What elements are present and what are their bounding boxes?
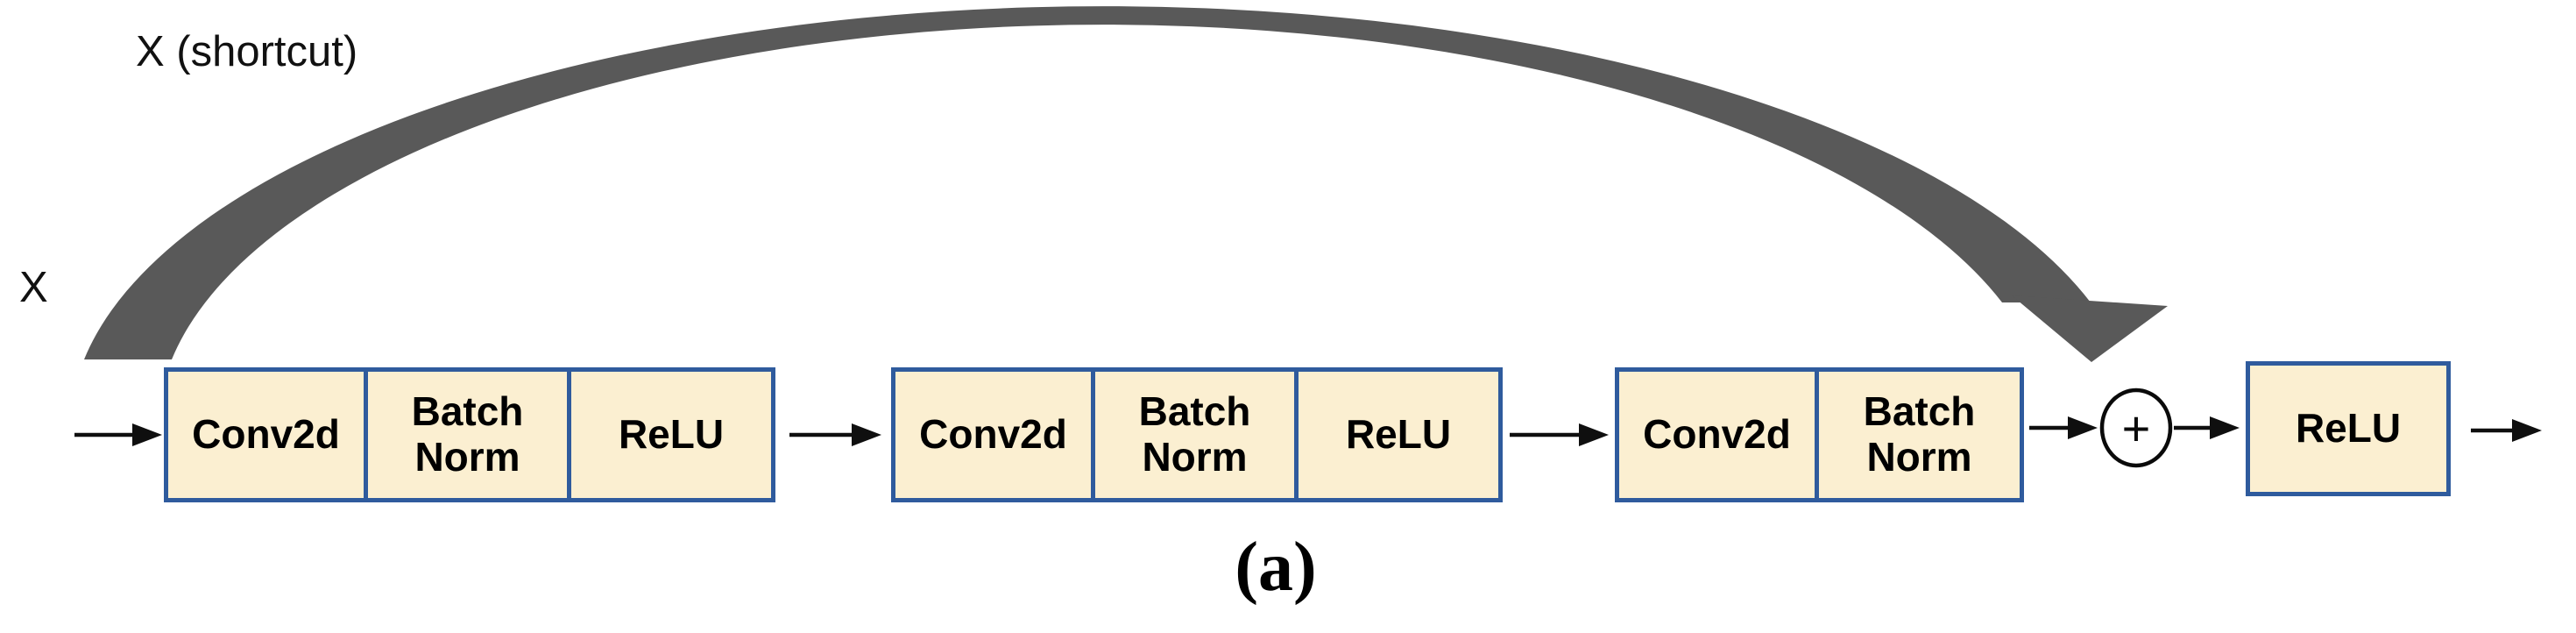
block-group-1: Conv2d Batch Norm ReLU	[164, 367, 775, 502]
block-group-2: Conv2d Batch Norm ReLU	[891, 367, 1503, 502]
shortcut-arrowhead-icon	[2012, 295, 2168, 362]
shortcut-label: X (shortcut)	[136, 28, 358, 75]
plus-sign: +	[2121, 401, 2151, 456]
box-relu-1: ReLU	[567, 367, 775, 502]
arrow-group1-to-group2-icon	[789, 423, 881, 446]
box-conv2d-3: Conv2d	[1615, 367, 1819, 502]
plus-circle	[2099, 388, 2173, 468]
box-relu-final: ReLU	[2246, 361, 2451, 496]
box-batchnorm-2: Batch Norm	[1091, 367, 1299, 502]
box-batchnorm-1: Batch Norm	[364, 367, 571, 502]
figure-caption: (a)	[1235, 529, 1317, 606]
arrow-group2-to-group3-icon	[1510, 423, 1609, 446]
box-batchnorm-3: Batch Norm	[1815, 367, 2024, 502]
arrow-group3-to-plus-icon	[2029, 416, 2098, 439]
input-label: X	[19, 264, 48, 311]
output-arrow-icon	[2471, 419, 2542, 442]
flow-arrows	[74, 416, 2542, 446]
shortcut-arrow-band	[84, 6, 2091, 360]
box-conv2d-1: Conv2d	[164, 367, 368, 502]
input-arrow-icon	[74, 423, 162, 446]
box-conv2d-2: Conv2d	[891, 367, 1095, 502]
final-block: ReLU	[2246, 361, 2451, 496]
arrow-plus-to-relu-icon	[2174, 416, 2240, 439]
box-relu-2: ReLU	[1294, 367, 1503, 502]
block-group-3: Conv2d Batch Norm	[1615, 367, 2024, 502]
